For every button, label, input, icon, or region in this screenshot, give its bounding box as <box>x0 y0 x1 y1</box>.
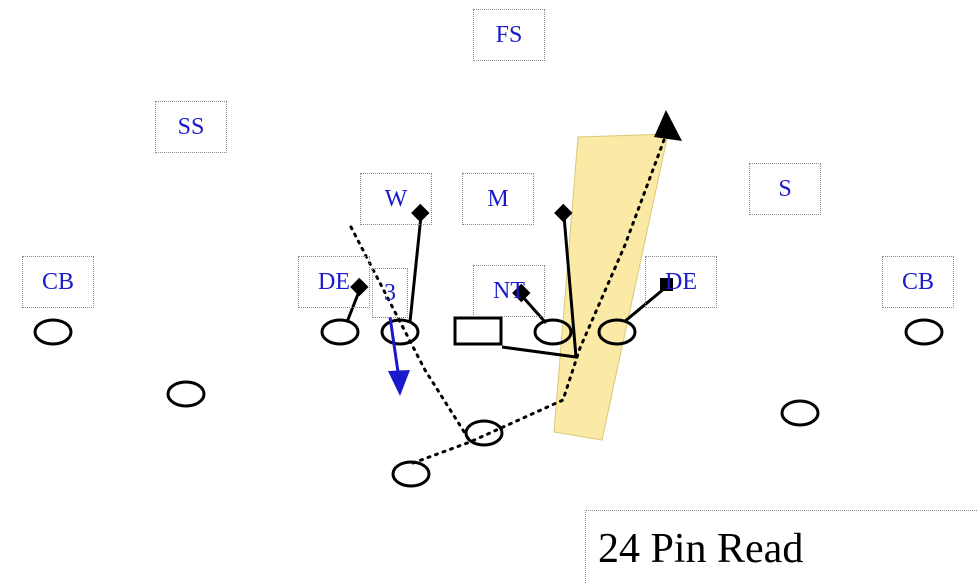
label-strong-safety: SS <box>155 101 227 153</box>
block-diamond-left-tackle <box>350 277 369 297</box>
label-mike-linebacker: M <box>462 173 534 225</box>
label-will-linebacker: W <box>360 173 432 225</box>
run-lane-highlight <box>553 133 669 441</box>
ball-carrier-arrowhead <box>654 110 682 141</box>
blue-motion-line <box>388 316 400 373</box>
label-defensive-end-right: DE <box>645 256 717 308</box>
block-diamond-center <box>554 203 573 223</box>
block-line-left-guard <box>408 215 423 323</box>
offense-player-left-tackle <box>320 318 360 346</box>
offense-quarterback <box>464 419 504 447</box>
label-cornerback-right: CB <box>882 256 954 308</box>
offense-player-right-wr <box>904 318 944 346</box>
play-title: 24 Pin Read <box>585 510 977 583</box>
block-line-right-tackle <box>623 286 666 324</box>
offense-player-left-slot <box>166 380 206 408</box>
block-diamond-left-guard <box>411 203 430 223</box>
block-line-right-guard <box>520 295 548 324</box>
label-cornerback-left: CB <box>22 256 94 308</box>
label-three-technique: 3 <box>372 268 408 318</box>
ball-carrier-path <box>411 138 666 465</box>
block-square-right-tackle <box>660 278 673 291</box>
label-defensive-end-left: DE <box>298 256 370 308</box>
block-diamond-right-guard <box>512 283 531 303</box>
offense-player-left-guard <box>380 318 420 346</box>
offense-player-right-slot <box>780 399 820 427</box>
offense-player-left-wr <box>33 318 73 346</box>
blue-motion-arrowhead <box>388 370 410 396</box>
offense-player-right-tackle <box>597 318 637 346</box>
label-sam-linebacker: S <box>749 163 821 215</box>
offense-running-back <box>391 460 431 488</box>
offense-center <box>453 316 503 346</box>
label-nose-tackle: NT <box>473 265 545 317</box>
label-free-safety: FS <box>473 9 545 61</box>
offense-player-right-guard <box>533 318 573 346</box>
pull-path-left <box>349 225 470 440</box>
